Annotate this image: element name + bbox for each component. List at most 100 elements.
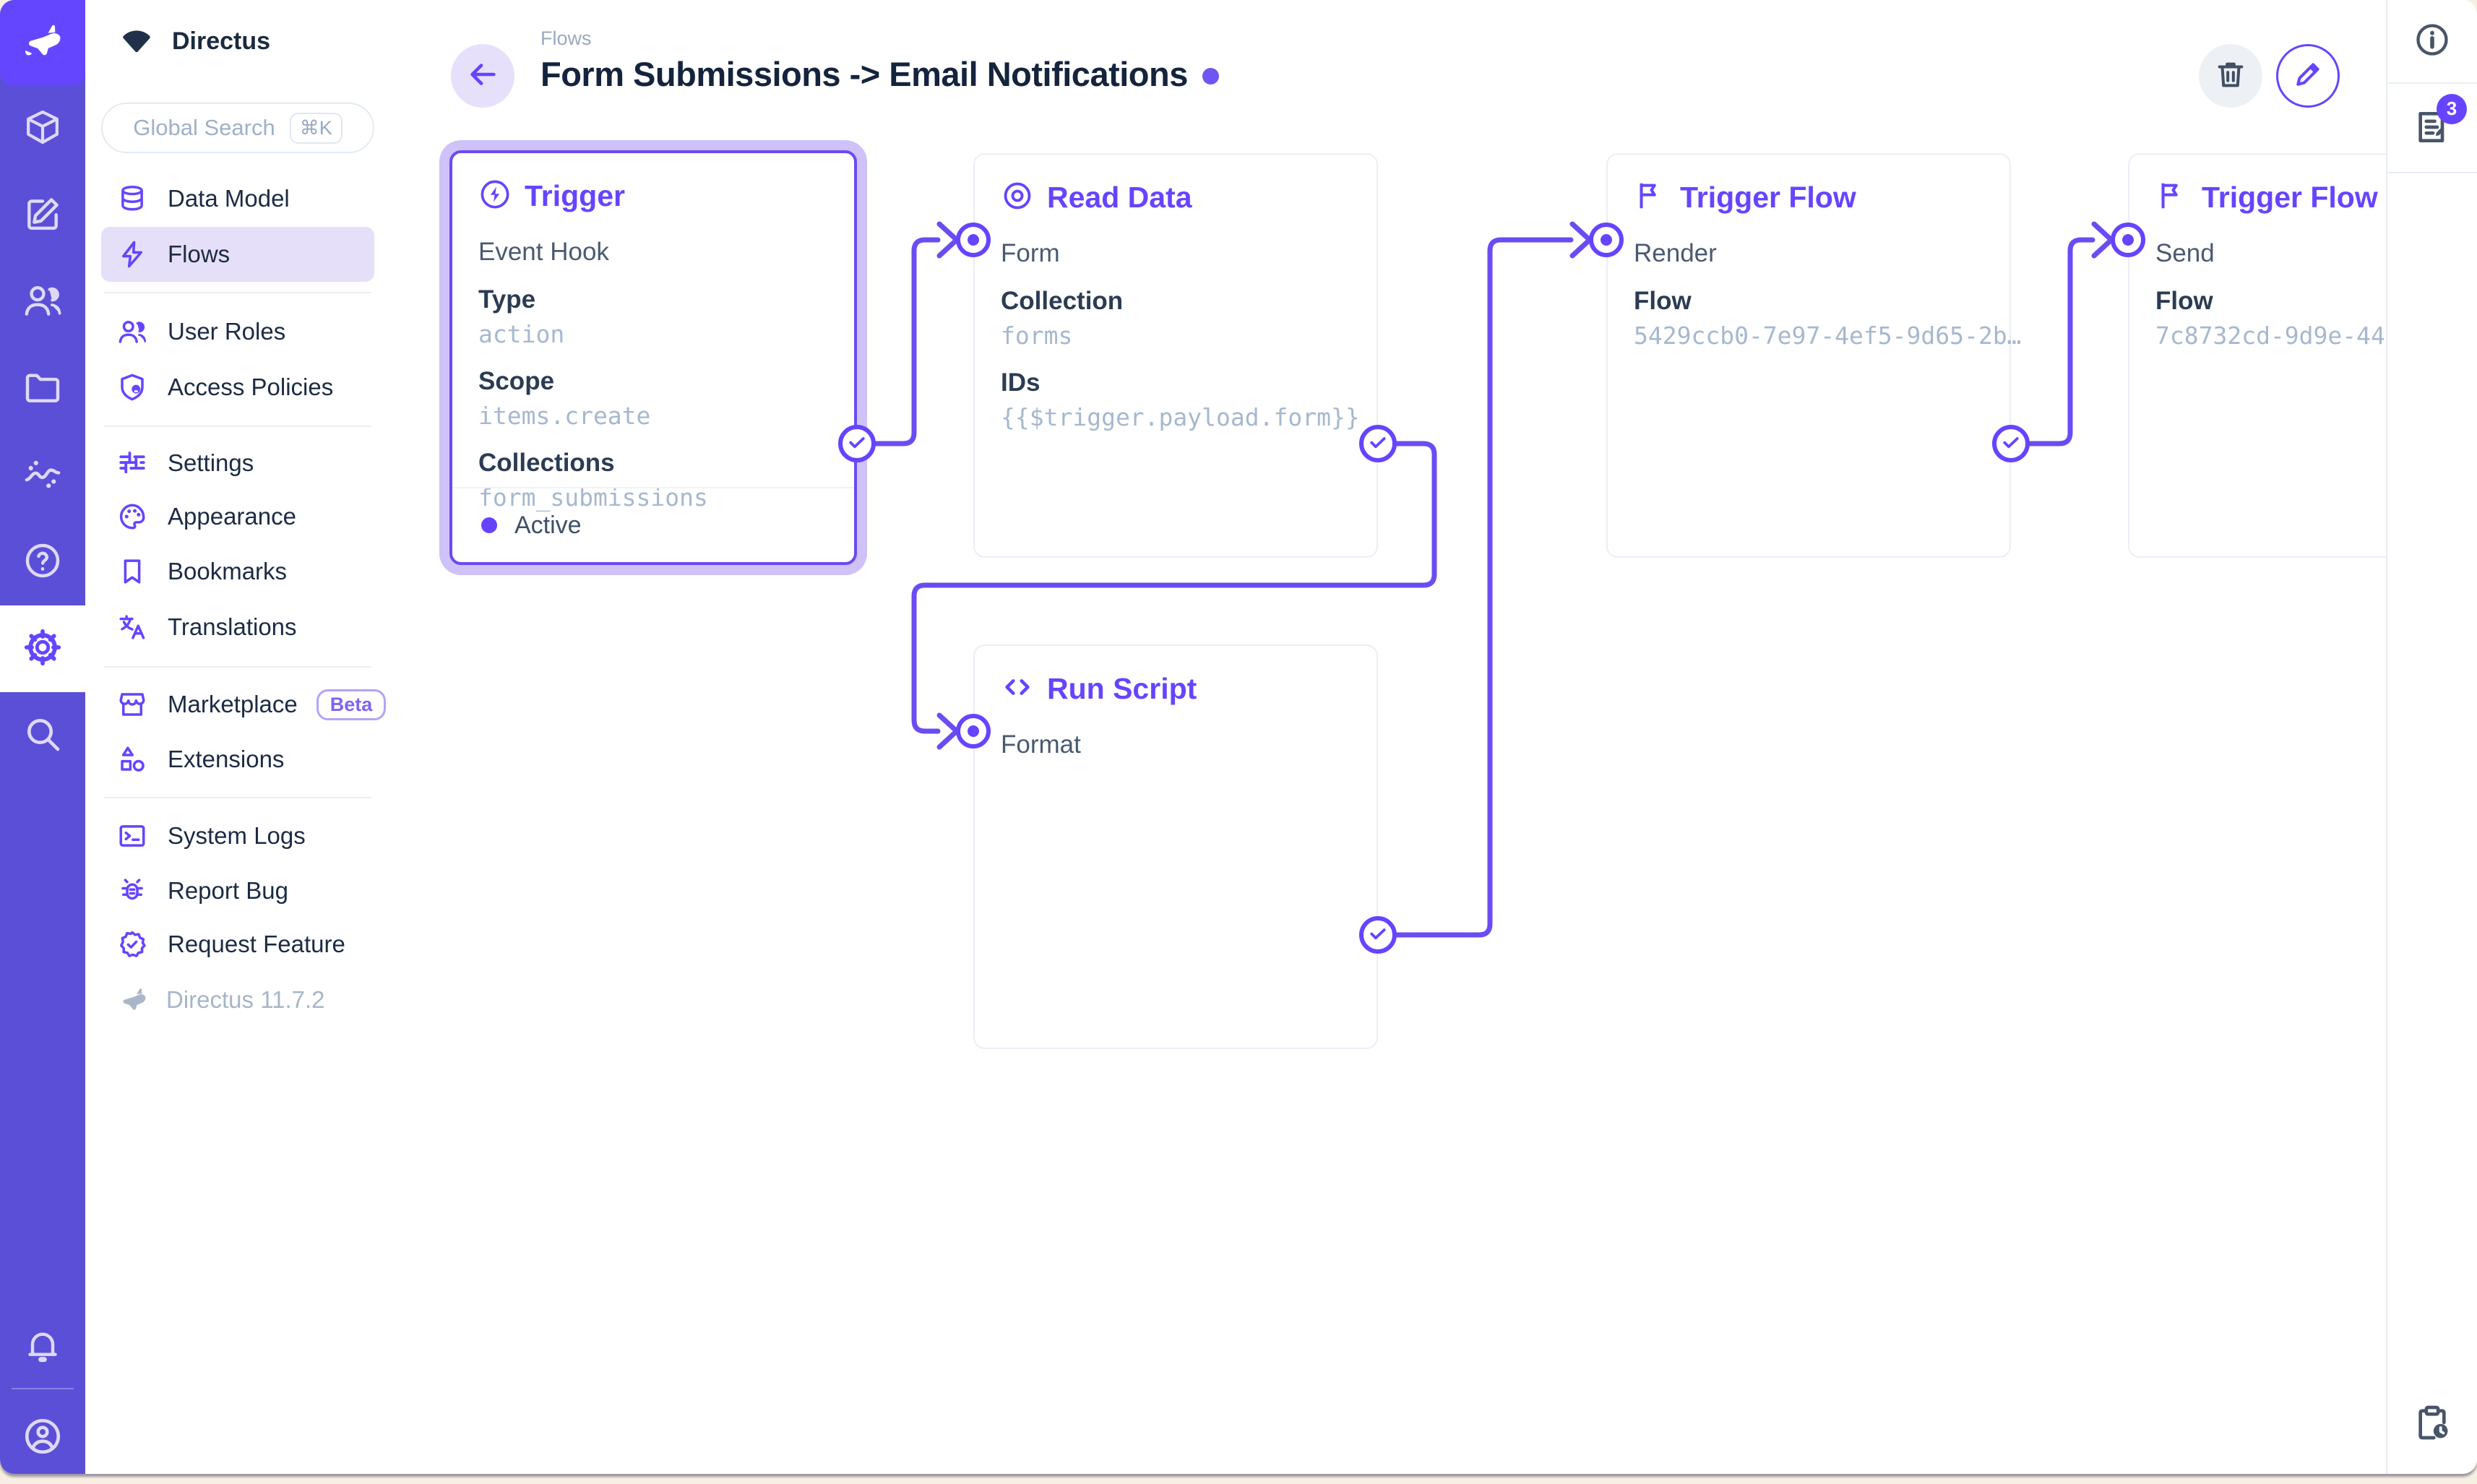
project-header[interactable]: Directus	[85, 16, 387, 66]
version-row: Directus 11.7.2	[101, 972, 374, 1027]
check-icon	[1367, 923, 1389, 948]
trash-icon	[2214, 58, 2247, 95]
sidebar-item-label: Flows	[168, 241, 231, 267]
input-connector-run-script[interactable]	[956, 714, 991, 749]
version-label: Directus 11.7.2	[166, 986, 325, 1013]
logs-icon	[2412, 111, 2452, 150]
module-insights[interactable]	[0, 432, 85, 519]
flow-node-read-data[interactable]: Read Data Form Collection forms IDs {{$t…	[973, 153, 1378, 558]
flow-node-trigger-flow-render[interactable]: Trigger Flow Render Flow 5429ccb0-7e97-4…	[1606, 153, 2021, 558]
sidebar-item-label: Report Bug	[168, 877, 288, 904]
palette-icon	[117, 501, 147, 532]
field-label: Collection	[1001, 287, 1124, 315]
search-icon	[22, 714, 63, 758]
module-search[interactable]	[0, 692, 85, 779]
field-value: items.create	[478, 402, 651, 430]
logs-sidebar-button[interactable]: 3	[2387, 85, 2477, 173]
beta-badge: Beta	[316, 689, 387, 720]
sidebar-item-marketplace[interactable]: Marketplace Beta	[101, 677, 387, 732]
profile-button[interactable]	[0, 1394, 85, 1474]
flow-node-run-script[interactable]: Run Script Format	[973, 644, 1378, 1049]
field-value: {{$trigger.payload.form}}	[1001, 403, 1360, 431]
project-fan-icon	[120, 25, 153, 58]
sidebar-item-request-feature[interactable]: Request Feature	[101, 917, 374, 972]
edit-flow-button[interactable]	[2276, 44, 2340, 108]
storefront-icon	[117, 689, 147, 720]
notifications-button[interactable]	[0, 1304, 85, 1391]
info-sidebar-button[interactable]	[2387, 0, 2477, 84]
sidebar-item-system-logs[interactable]: System Logs	[101, 808, 374, 863]
flow-status-dot	[1202, 68, 1219, 85]
flag-icon	[1634, 179, 1667, 216]
help-icon	[22, 540, 63, 584]
delete-flow-button[interactable]	[2199, 44, 2262, 108]
sidebar-item-translations[interactable]: Translations	[101, 600, 374, 655]
check-icon	[2000, 431, 2022, 457]
sidebar-item-flows[interactable]: Flows	[101, 227, 374, 282]
module-editor[interactable]	[0, 172, 85, 259]
input-connector-trigger-flow-send[interactable]	[2111, 223, 2145, 257]
bell-icon	[22, 1326, 63, 1370]
flow-canvas[interactable]: Flows Form Submissions -> Email Notifica…	[387, 0, 2386, 1474]
edit-square-icon	[22, 194, 63, 238]
sliders-icon	[117, 448, 147, 478]
check-icon	[1367, 431, 1389, 457]
breadcrumb[interactable]: Flows	[540, 27, 592, 49]
revisions-button[interactable]	[2387, 1384, 2477, 1464]
back-button[interactable]	[451, 44, 514, 108]
output-connector-trigger[interactable]	[838, 425, 876, 462]
module-settings[interactable]	[0, 605, 85, 692]
field-label: Collections	[478, 449, 615, 477]
gear-icon	[22, 626, 64, 672]
trigger-status-row: Active	[452, 487, 854, 562]
sidebar-item-label: Access Policies	[168, 374, 334, 400]
sidebar-item-settings[interactable]: Settings	[101, 436, 374, 491]
directus-logo[interactable]	[0, 0, 85, 85]
project-name: Directus	[172, 27, 271, 55]
check-icon	[846, 431, 868, 457]
cube-icon	[22, 107, 63, 151]
sidebar-item-bookmarks[interactable]: Bookmarks	[101, 544, 374, 599]
field-label: Flow	[1634, 287, 1692, 315]
field-label: Scope	[478, 367, 555, 395]
output-connector-trigger-flow-render[interactable]	[1992, 425, 2030, 462]
terminal-icon	[117, 821, 147, 851]
module-content[interactable]	[0, 85, 85, 172]
field-value: forms	[1001, 322, 1073, 350]
sidebar-item-label: Request Feature	[168, 931, 345, 957]
badge-check-icon	[117, 929, 147, 959]
bookmark-icon	[117, 556, 147, 587]
output-connector-run-script[interactable]	[1359, 916, 1397, 954]
module-bar	[0, 0, 85, 1474]
node-subtitle: Format	[1001, 730, 1081, 759]
sidebar-item-appearance[interactable]: Appearance	[101, 489, 374, 544]
sidebar-item-label: Extensions	[168, 746, 285, 772]
field-value: 7c8732cd-9d9e-44be	[2155, 322, 2386, 350]
module-users[interactable]	[0, 259, 85, 345]
node-subtitle: Form	[1001, 239, 1060, 267]
global-search-input[interactable]: Global Search ⌘K	[101, 103, 374, 153]
sidebar-item-report-bug[interactable]: Report Bug	[101, 863, 374, 918]
output-connector-read-data[interactable]	[1359, 425, 1397, 462]
flow-node-trigger[interactable]: Trigger Event Hook Type action Scope ite…	[449, 150, 857, 565]
input-connector-trigger-flow-render[interactable]	[1589, 223, 1624, 257]
sidebar-item-user-roles[interactable]: User Roles	[101, 304, 374, 359]
sidebar-item-extensions[interactable]: Extensions	[101, 732, 374, 787]
status-label: Active	[514, 511, 582, 539]
sidebar-item-data-model[interactable]: Data Model	[101, 171, 374, 226]
node-title: Run Script	[1047, 672, 1197, 705]
node-title: Read Data	[1047, 181, 1192, 214]
rabbit-icon	[20, 19, 65, 67]
module-help[interactable]	[0, 519, 85, 605]
arrow-left-icon	[466, 58, 499, 95]
sidebar-item-access-policies[interactable]: Access Policies	[101, 360, 374, 415]
sidebar-divider	[104, 426, 371, 427]
input-connector-read-data[interactable]	[956, 223, 991, 257]
bolt-circle-icon	[478, 178, 512, 215]
field-label: IDs	[1001, 368, 1041, 397]
sidebar-item-label: Translations	[168, 613, 297, 640]
module-files[interactable]	[0, 345, 85, 432]
flag-icon	[2155, 179, 2189, 216]
flow-node-trigger-flow-send[interactable]: Trigger Flow Send Flow 7c8732cd-9d9e-44b…	[2128, 153, 2386, 558]
